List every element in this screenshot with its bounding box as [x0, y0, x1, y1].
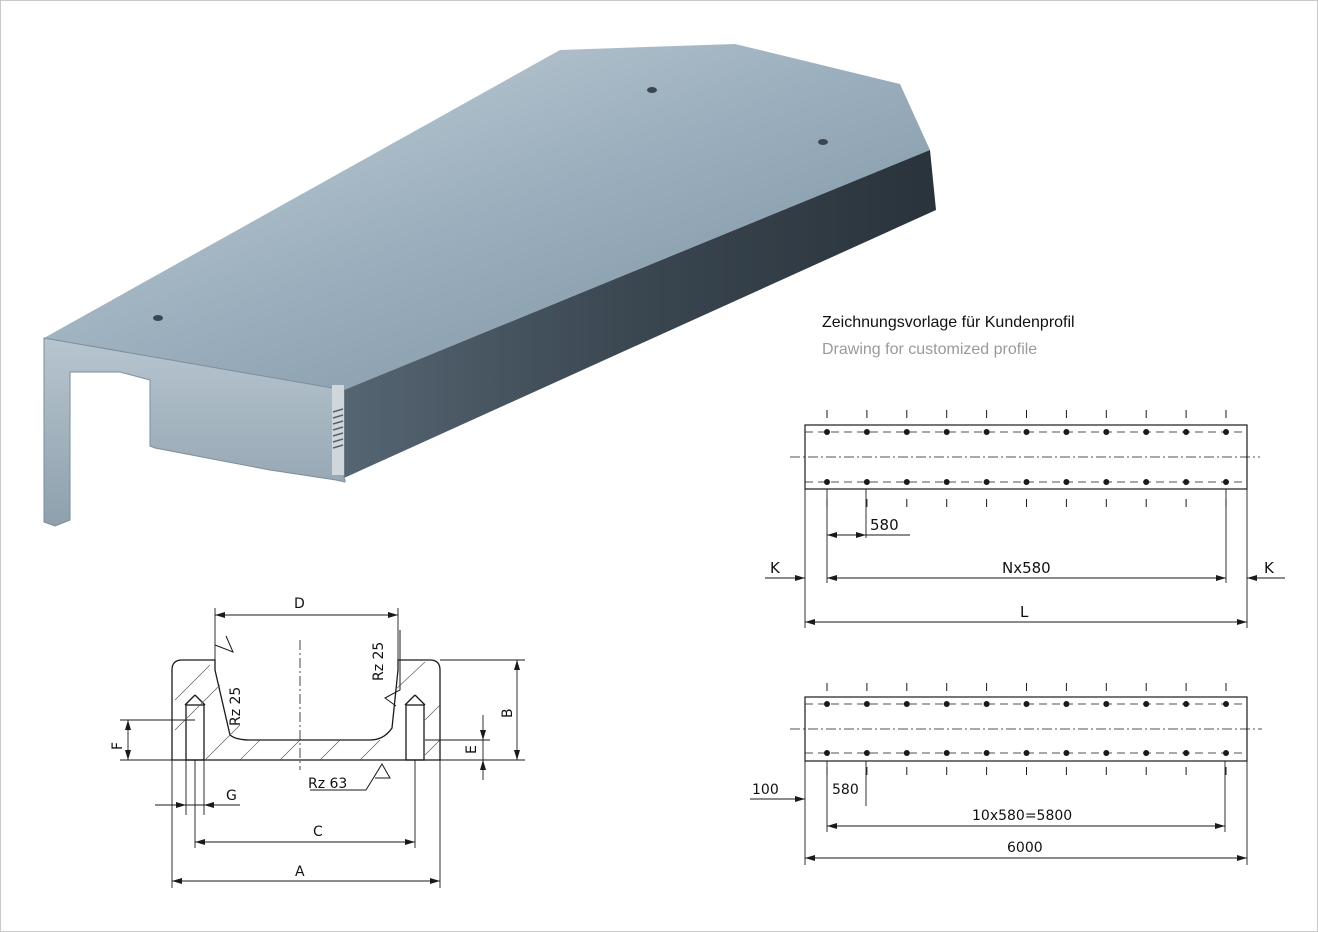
rail-thread-cutaway — [332, 385, 344, 475]
bolt-hole — [943, 479, 950, 485]
bolt-hole — [1063, 750, 1070, 756]
bolt-hole — [983, 429, 990, 435]
bolt-hole — [1183, 429, 1190, 435]
bolt-hole — [824, 701, 830, 707]
bolt-hole — [1023, 429, 1030, 435]
bolt-hole — [903, 479, 910, 485]
template-end-left-label: K — [770, 559, 781, 577]
bolt-hole — [863, 701, 870, 707]
example-length-label: 6000 — [1007, 840, 1043, 856]
bolt-hole — [1023, 479, 1030, 485]
bolt-hole — [1103, 701, 1110, 707]
bolt-hole — [1063, 479, 1070, 485]
bolt-hole — [1063, 429, 1070, 435]
bolt-hole — [1143, 750, 1150, 756]
bolt-hole — [903, 429, 910, 435]
template-span-label: Nx580 — [1002, 559, 1051, 577]
bolt-hole — [1103, 479, 1110, 485]
bolt-hole — [943, 750, 950, 756]
dim-g-label: G — [226, 788, 237, 804]
bolt-hole — [1063, 701, 1070, 707]
bolt-hole — [903, 701, 910, 707]
bolt-hole — [824, 479, 830, 485]
bolt-hole — [1143, 701, 1150, 707]
bolt-hole — [1223, 429, 1229, 435]
bolt-hole — [903, 750, 910, 756]
template-length-label: L — [1020, 603, 1029, 621]
bolt-hole — [1223, 750, 1229, 756]
bolt-hole — [863, 750, 870, 756]
rail-hole — [818, 139, 828, 145]
section-outline — [171, 659, 441, 761]
drawing-title-en: Drawing for customized profile — [822, 341, 1038, 358]
template-pitch-label: 580 — [870, 516, 899, 534]
dim-e-label: E — [464, 745, 480, 754]
bolt-hole — [983, 750, 990, 756]
rail-top-face — [44, 44, 930, 390]
drawing-title-de: Zeichnungsvorlage für Kundenprofil — [822, 314, 1075, 331]
bolt-hole — [983, 701, 990, 707]
bolt-hole — [1103, 750, 1110, 756]
roughness-left: Rz 25 — [228, 687, 244, 726]
bolt-hole — [863, 479, 870, 485]
bolt-hole — [824, 429, 830, 435]
bolt-hole — [983, 479, 990, 485]
bolt-hole — [1223, 479, 1229, 485]
bolt-hole — [824, 750, 830, 756]
bolt-hole — [943, 701, 950, 707]
rail-hole — [153, 315, 163, 321]
example-pitch-label: 580 — [832, 782, 859, 798]
dim-f-label: F — [110, 742, 126, 750]
rail-side-face — [344, 150, 936, 478]
bolt-hole — [1143, 429, 1150, 435]
roughness-bottom: Rz 63 — [308, 776, 347, 792]
bolt-hole — [1103, 429, 1110, 435]
dim-c-label: C — [313, 824, 323, 840]
bolt-hole — [1183, 750, 1190, 756]
bolt-hole — [1183, 479, 1190, 485]
example-end-label: 100 — [752, 782, 779, 798]
dim-b-label: B — [500, 708, 516, 718]
rail-hole — [647, 87, 657, 93]
dim-d-label: D — [294, 596, 305, 612]
bolt-hole — [1223, 701, 1229, 707]
roughness-right: Rz 25 — [371, 642, 387, 681]
bolt-hole — [1023, 750, 1030, 756]
template-end-right-label: K — [1264, 559, 1275, 577]
rail-end-profile — [43, 337, 346, 527]
bolt-hole — [1183, 701, 1190, 707]
example-span-label: 10x580=5800 — [972, 808, 1072, 824]
bolt-hole — [1143, 479, 1150, 485]
bolt-hole — [943, 429, 950, 435]
bolt-hole — [1023, 701, 1030, 707]
bolt-hole — [863, 429, 870, 435]
dim-a-label: A — [295, 864, 305, 880]
